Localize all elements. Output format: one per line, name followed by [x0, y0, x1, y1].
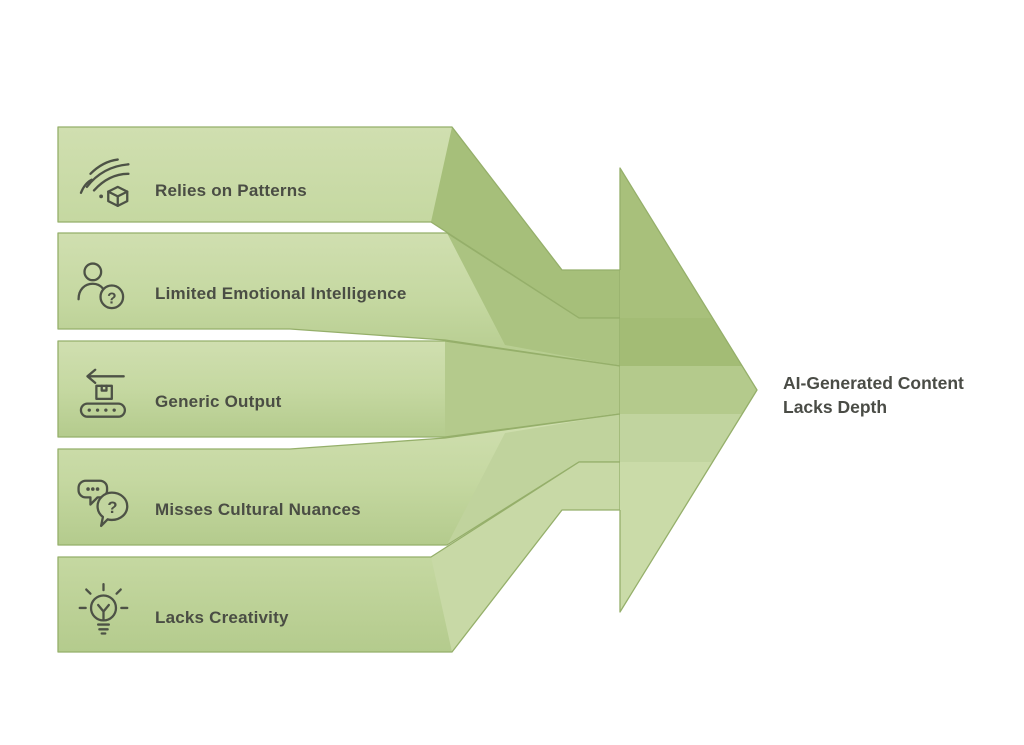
item-label: Lacks Creativity: [155, 607, 289, 627]
band-fold-3: [445, 341, 620, 437]
item-label: Relies on Patterns: [155, 180, 307, 200]
item-label: Generic Output: [155, 392, 282, 411]
svg-text:?: ?: [107, 497, 117, 516]
arrowhead-outline: [619, 167, 758, 613]
band-shape-3: [57, 340, 621, 438]
list-item: Relies on Patterns: [58, 127, 468, 222]
arrow-strip-5: [620, 462, 757, 612]
arrow-strip-1: [620, 168, 757, 318]
conclusion-label: AI-Generated Content Lacks Depth: [783, 372, 1013, 419]
lightbulb-icon: [75, 583, 132, 640]
person-question-icon: ?: [75, 260, 132, 317]
chat-question-icon: ?: [75, 476, 132, 533]
item-label: Misses Cultural Nuances: [155, 500, 361, 519]
band-fold-4: [447, 414, 620, 545]
svg-text:?: ?: [107, 290, 116, 307]
item-label: Limited Emotional Intelligence: [155, 284, 407, 303]
patterns-icon: [75, 156, 132, 213]
conveyor-icon: [75, 368, 132, 425]
arrow-strip-3: [620, 366, 757, 414]
list-item: ? Misses Cultural Nuances: [58, 449, 468, 545]
arrowhead: [619, 167, 758, 613]
conclusion-line-1: AI-Generated Content: [783, 373, 964, 393]
list-item: Lacks Creativity: [58, 557, 468, 652]
band-fold-2: [447, 233, 620, 366]
list-item: ? Limited Emotional Intelligence: [58, 233, 468, 329]
list-item: Generic Output: [58, 341, 468, 437]
conclusion-line-2: Lacks Depth: [783, 396, 888, 417]
